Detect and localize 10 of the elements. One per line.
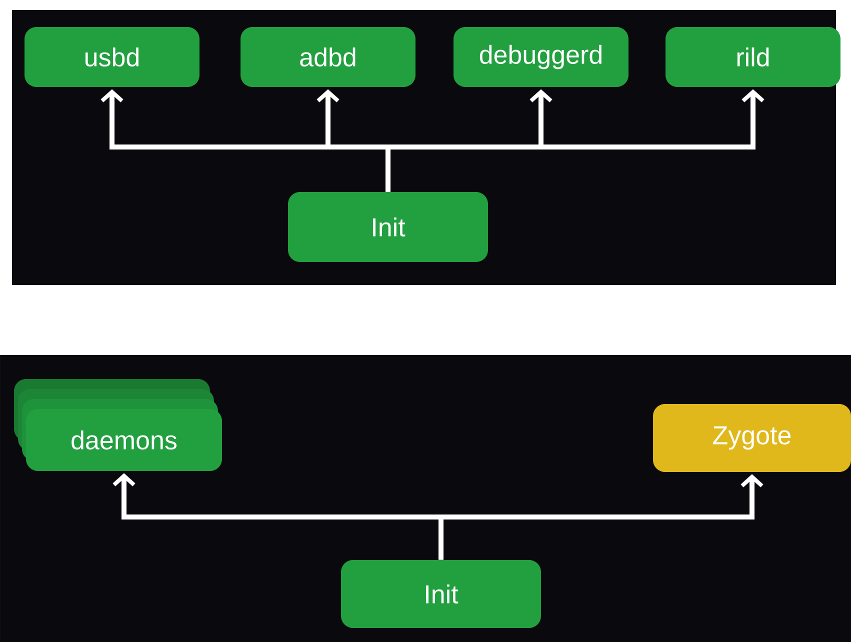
arrow <box>438 474 764 560</box>
process-box: Init <box>341 560 541 628</box>
process-box: Init <box>288 192 488 262</box>
process-box: rild <box>666 27 840 87</box>
process-box: debuggerd <box>454 27 628 87</box>
process-box: Zygote <box>653 404 851 472</box>
process-box: adbd <box>240 27 416 87</box>
process-box: usbd <box>24 27 200 87</box>
process-box: daemons <box>26 409 222 471</box>
arrow <box>386 89 764 192</box>
